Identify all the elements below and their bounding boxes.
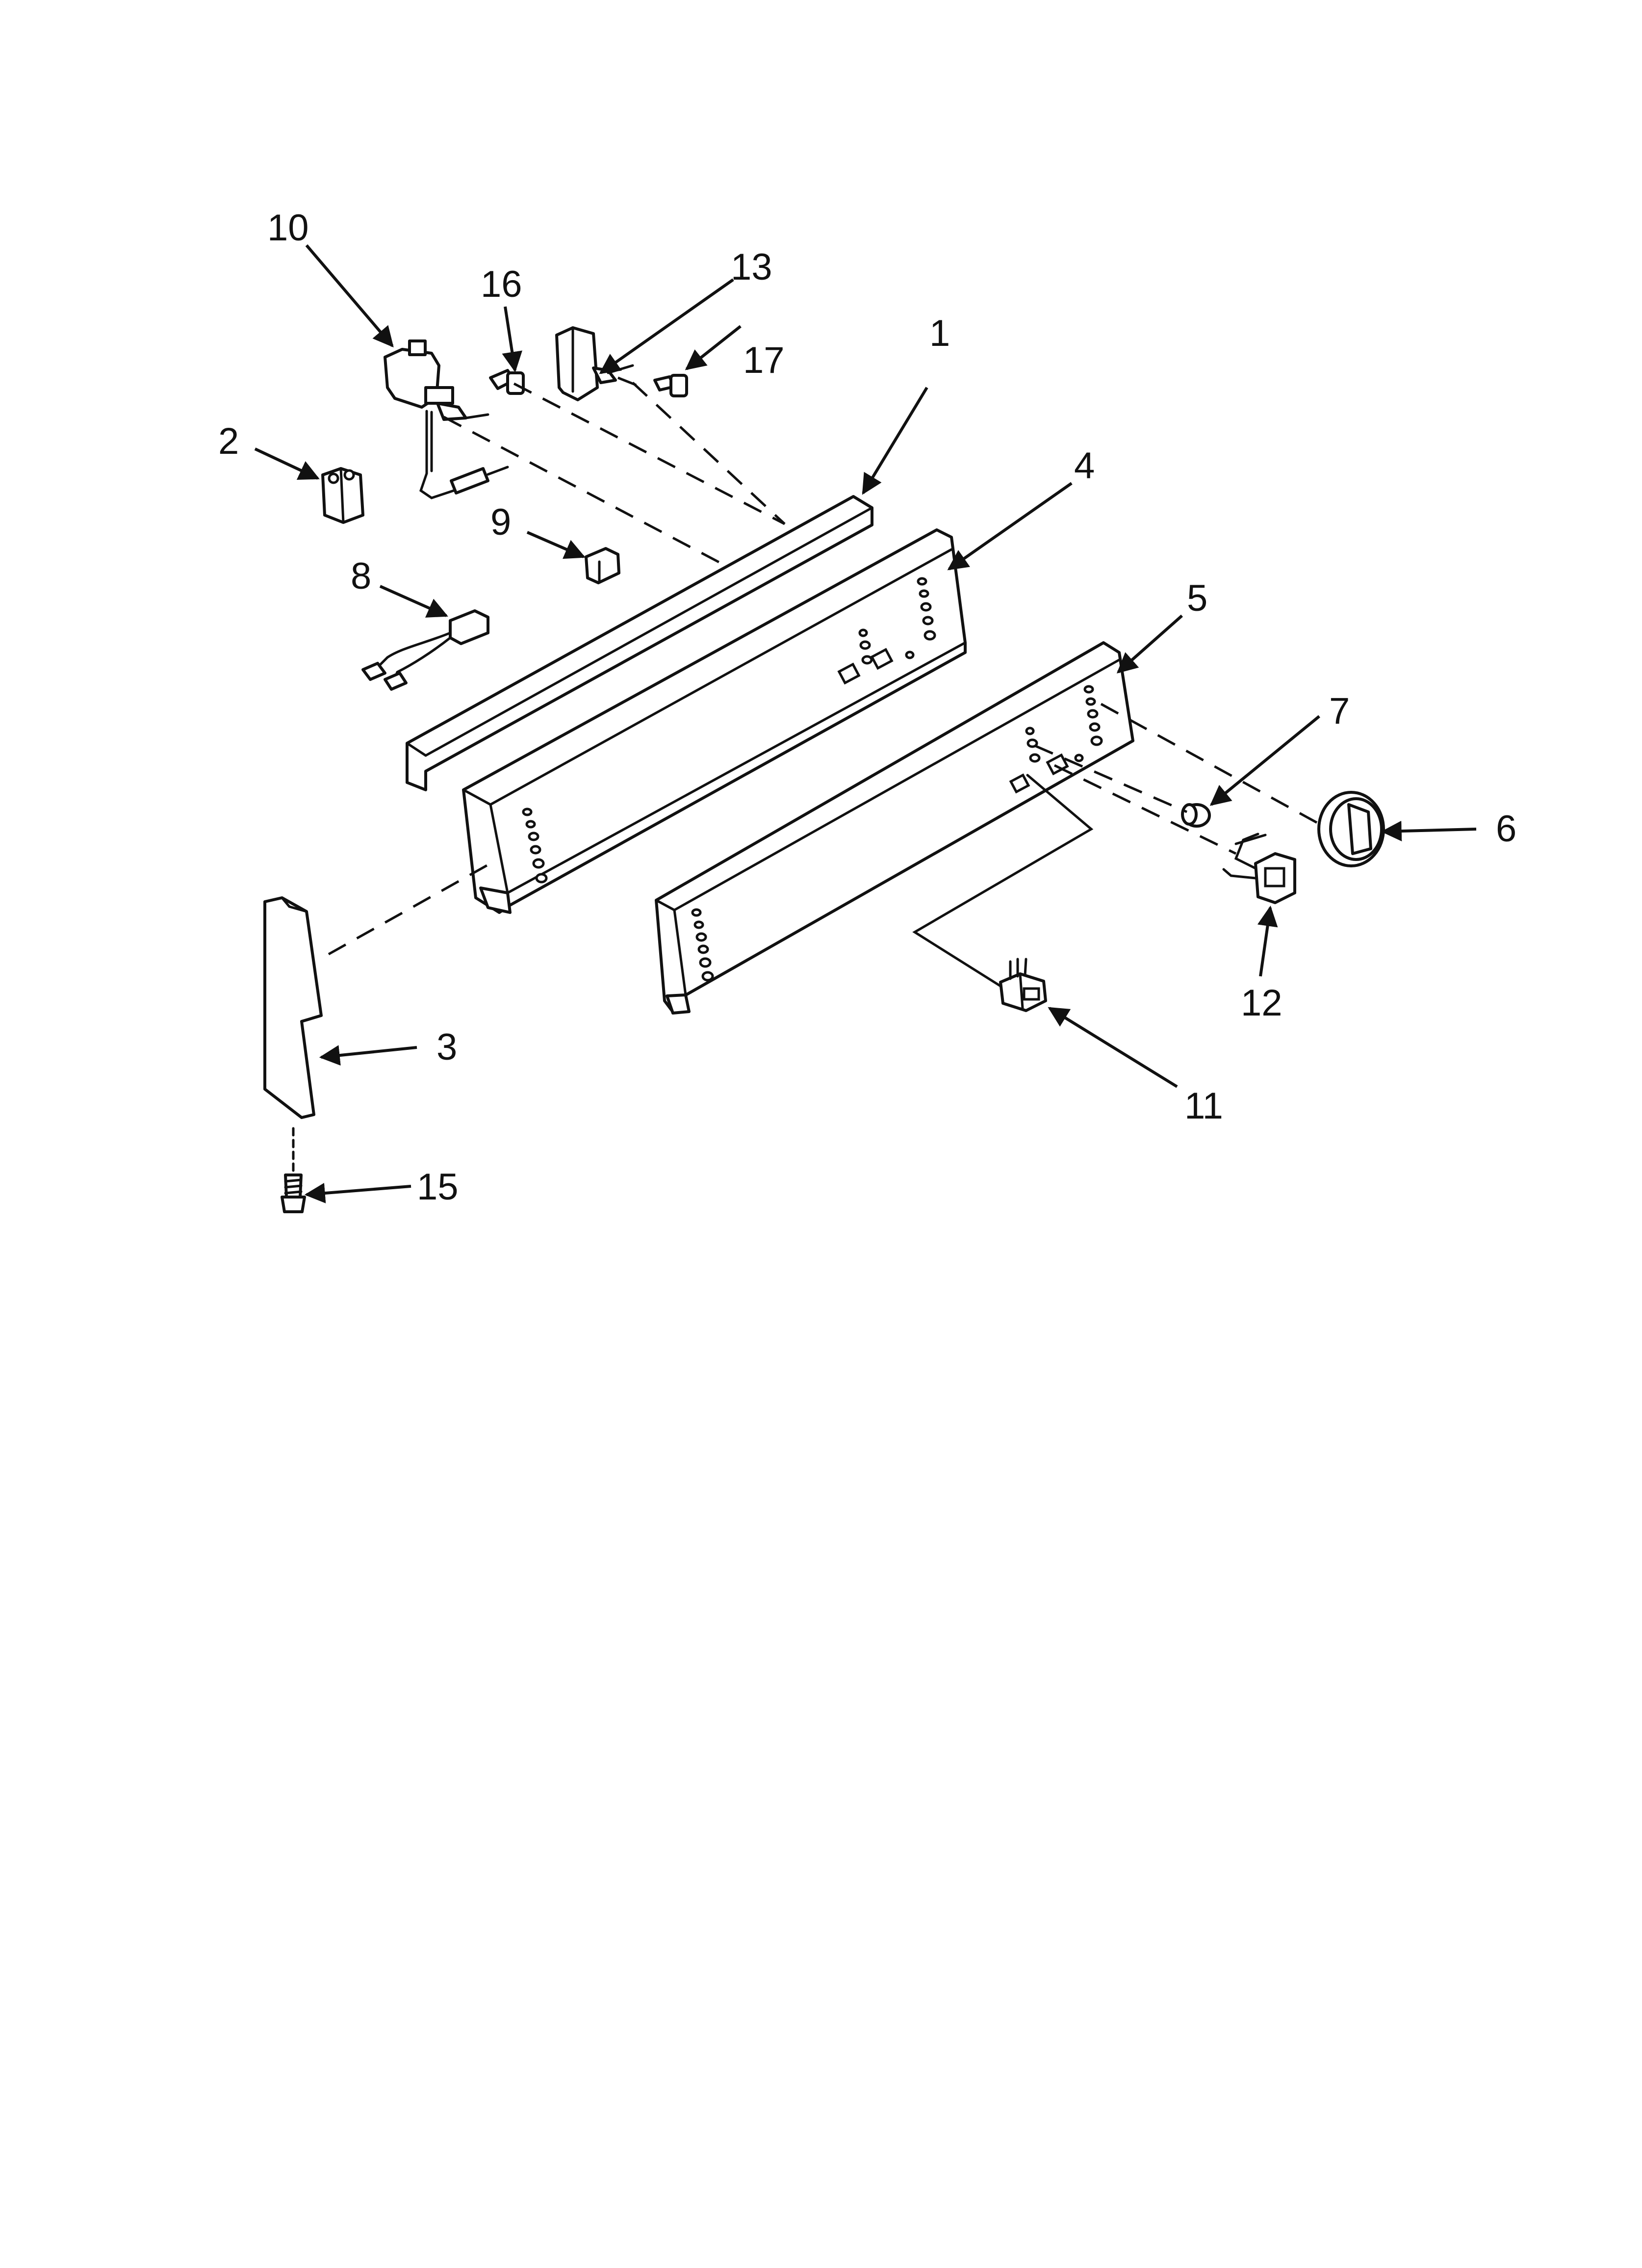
part-1-trim-strip [406,495,873,791]
callout-10: 10 [267,207,309,249]
panel-5-holes-right [1009,685,1103,794]
panel-4-holes-left [522,808,548,884]
callout-15: 15 [417,1166,459,1208]
callout-12: 12 [1241,982,1283,1024]
part-7-button [1181,803,1211,828]
callout-7: 7 [1329,690,1350,732]
part-3-side-trim [263,896,323,1119]
panel-5-holes-left [691,908,714,982]
part-8-wire-harness [361,609,489,691]
part-16-screw [489,369,525,395]
panel-4-holes-right [837,577,936,685]
part-4-control-panel [462,528,967,914]
part-13-switch [555,326,634,401]
callout-labels: 10 16 13 17 2 9 8 1 4 5 7 6 12 11 3 15 [218,207,1516,1208]
callout-1: 1 [929,313,950,354]
part-17-screw [653,374,688,397]
callout-5: 5 [1187,577,1207,619]
part-6-knob [1317,791,1385,867]
assembly-lines [328,376,1325,988]
part-2-relay [321,467,364,524]
callout-11: 11 [1184,1085,1223,1127]
part-10-switch [384,339,509,499]
callout-6: 6 [1496,808,1516,850]
part-5-front-panel [655,641,1134,1015]
part-15-screw [281,1127,306,1213]
part-11-switch [999,958,1047,1012]
callout-3: 3 [436,1026,457,1068]
callout-2: 2 [218,420,239,462]
leader-arrows [254,244,1477,1203]
part-9-clip [585,547,620,584]
callout-8: 8 [351,555,371,597]
part-12-indicator [1222,833,1296,904]
callout-16: 16 [481,263,522,305]
callout-4: 4 [1074,445,1095,487]
callout-17: 17 [743,339,785,381]
callout-9: 9 [490,501,511,543]
callout-13: 13 [731,246,772,288]
